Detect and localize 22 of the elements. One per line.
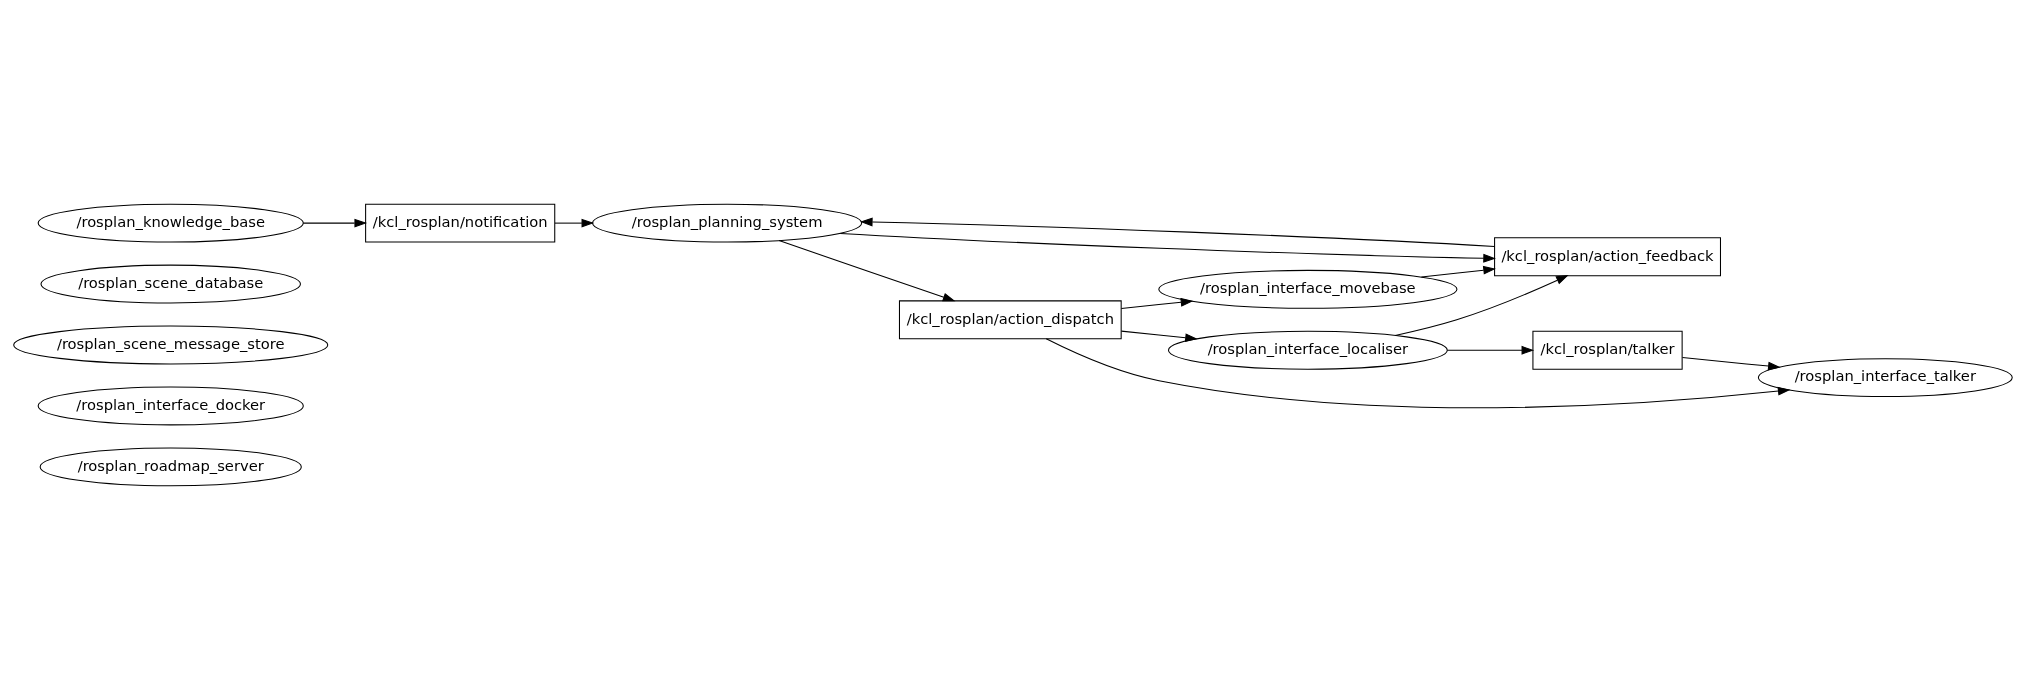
arrow (1681, 356, 1781, 370)
node-ellipse: /rosplan_interface_docker (37, 386, 304, 425)
node-ellipse: /rosplan_roadmap_server (39, 446, 302, 486)
node-ellipse: /rosplan_planning_system (591, 203, 862, 243)
arrow (1120, 330, 1198, 342)
node-box: /kcl_rosplan/notification (364, 203, 555, 243)
node-ellipse: /rosplan_knowledge_base (37, 203, 304, 243)
arrow (839, 232, 1496, 263)
node-box: /kcl_rosplan/talker (1531, 330, 1683, 370)
node-ellipse: /rosplan_scene_database (39, 264, 301, 303)
arrow (302, 218, 367, 228)
node-box: /kcl_rosplan/action_feedback (1493, 236, 1721, 276)
arrow (778, 239, 955, 301)
arrow (859, 217, 1495, 247)
arrow (553, 218, 594, 228)
arrow (1420, 265, 1496, 278)
arrow (1120, 297, 1193, 309)
arrow (1446, 345, 1534, 355)
arrow (1394, 274, 1569, 336)
node-ellipse: /rosplan_scene_message_store (12, 325, 328, 364)
node-box: /kcl_rosplan/action_dispatch (898, 299, 1122, 339)
arrow (1045, 337, 1791, 408)
